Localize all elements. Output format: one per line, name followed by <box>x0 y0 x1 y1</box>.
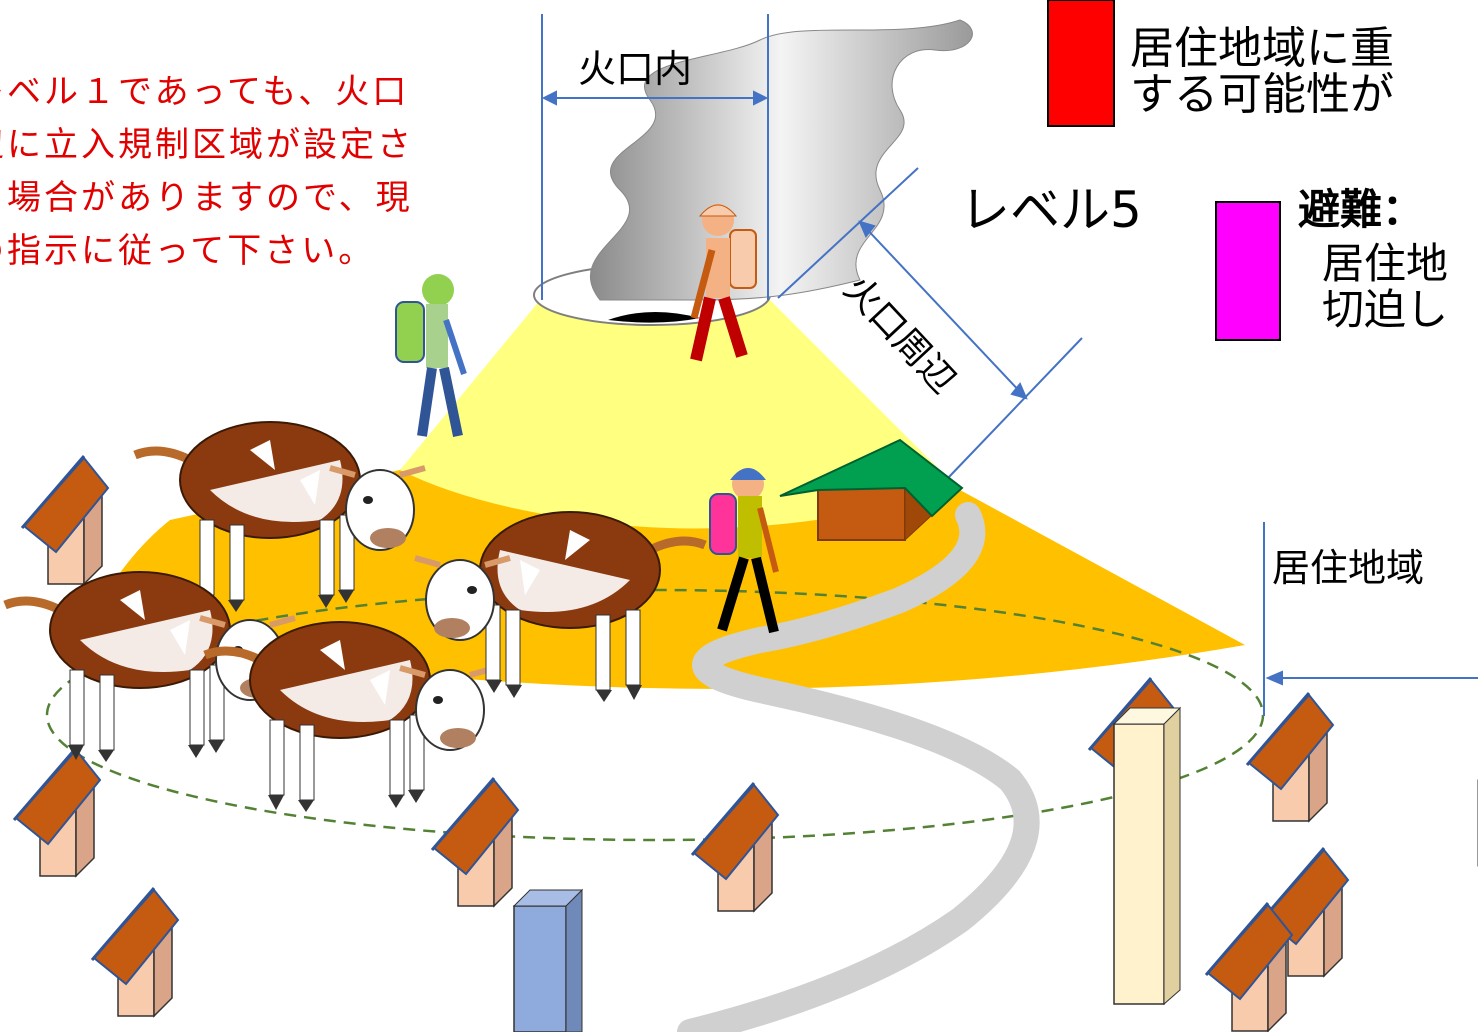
note-line: レベル１であっても、火口 <box>0 72 410 112</box>
legend-red-line2: する可能性が <box>1130 69 1394 120</box>
note-line: の指示に従って下さい。 <box>0 231 376 271</box>
residential-label: 居住地域 <box>1272 546 1425 590</box>
legend-red-line1: 居住地域に重 <box>1130 23 1394 74</box>
hiker-green <box>395 274 467 438</box>
note-line: る場合がありますので、現 <box>0 178 413 218</box>
dimension-lines <box>541 14 1478 716</box>
buildings <box>512 706 1182 1032</box>
legend-magenta-marker <box>1215 201 1281 341</box>
hiker-crater <box>690 204 757 362</box>
crater-vent <box>608 311 700 323</box>
road <box>677 502 1040 1032</box>
smoke-plume <box>590 19 973 301</box>
warning-note: レベル１であっても、火口 辺に立入規制区域が設定さ る場合がありますので、現 の… <box>0 66 510 278</box>
evacuation-title: 避難： <box>1298 185 1425 234</box>
crater-label: 火口内 <box>578 47 693 91</box>
mountain-hut <box>779 438 964 542</box>
hiker-yellow <box>709 468 779 634</box>
legend-magenta-line1: 居住地 <box>1322 239 1449 288</box>
crater-periphery-zone-upper <box>400 300 960 529</box>
level5-label: レベル5 <box>960 181 1142 239</box>
note-line: 辺に立入規制区域が設定さ <box>0 125 414 165</box>
legend-red-marker <box>1047 0 1115 127</box>
legend-magenta-line2: 切迫し <box>1322 285 1449 334</box>
